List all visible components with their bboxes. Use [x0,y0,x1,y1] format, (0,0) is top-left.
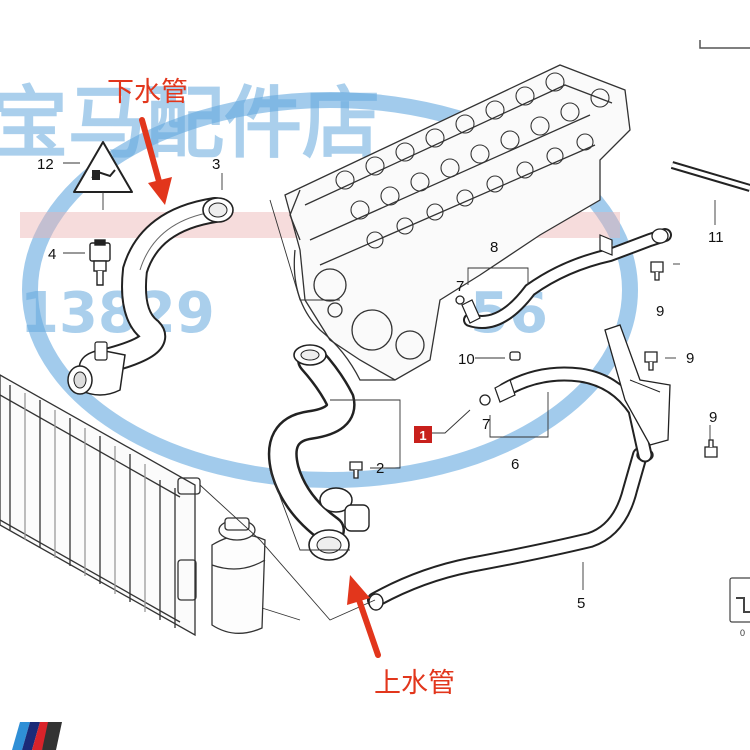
watermark-shop-name: 宝马配件店 [0,79,380,169]
expansion-tank [211,517,266,634]
heater-hose-8 [461,228,672,329]
upper-radiator-hose [267,344,370,561]
warning-hot-coolant-icon [73,141,133,210]
bolts-and-clips [349,261,718,479]
callout-numbers: 1 2 3 4 5 6 7 7 8 9 9 9 10 11 12 [37,156,724,612]
callout-10: 10 [458,351,475,368]
lower-hose-arrow [139,117,172,205]
heater-hose-6 [479,324,671,463]
callout-7b: 7 [482,416,490,433]
engine-cylinder-head [284,64,631,381]
lower-hose-label: 下水管 [107,77,188,108]
callout-2: 2 [376,460,384,477]
radiator [0,374,201,637]
bolt-9b [644,351,658,371]
part-11-strip [670,161,750,192]
upper-hose-label: 上水管 [374,668,455,699]
callout-6: 6 [511,456,519,473]
callout-8: 8 [490,239,498,256]
callout-4: 4 [48,246,56,263]
callout-1-box [414,426,432,443]
bolt-9a [650,261,664,281]
watermark-phone: 13829 [20,281,215,346]
callout-12: 12 [37,156,54,173]
callout-3: 3 [212,156,220,173]
upper-hose-arrow [347,575,381,658]
footer-note: 0 [740,628,745,638]
red-annotations: 下水管 上水管 [107,77,455,699]
callout-5: 5 [577,595,585,612]
cap-10 [509,351,521,361]
sensor-icon [89,239,111,286]
callout-9a: 9 [656,303,664,320]
lower-radiator-hose [67,197,234,396]
callout-9b: 9 [686,350,694,367]
leader-lines [63,162,716,621]
callout-7a: 7 [456,278,464,295]
callout-11: 11 [708,229,724,246]
bolt-9c [704,439,718,458]
callout-9c: 9 [709,409,717,426]
bmw-m-stripes-logo [12,722,62,750]
callout-1: 1 [419,428,426,443]
parts-tray-icon [729,577,750,623]
oring-7a [455,295,465,305]
screw-2 [349,461,363,479]
corner-mark [699,40,750,49]
